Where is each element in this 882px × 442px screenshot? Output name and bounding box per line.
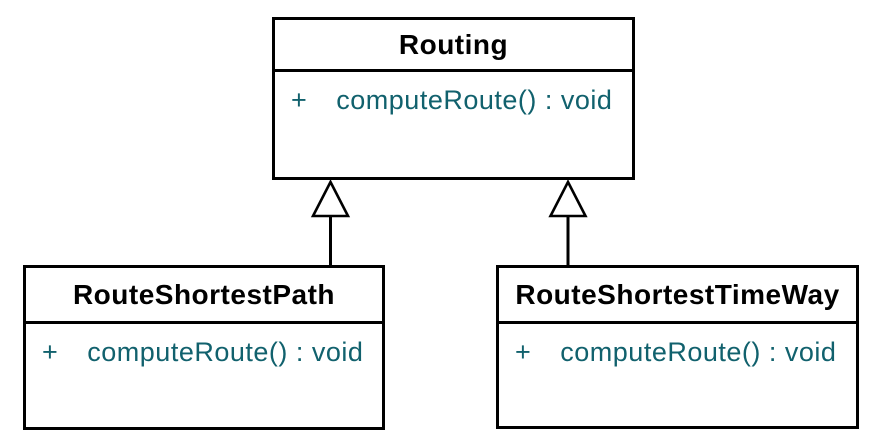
method-row: + computeRoute() : void xyxy=(291,85,624,116)
hollow-triangle-icon xyxy=(548,179,588,218)
class-box-route-shortest-path: RouteShortestPath + computeRoute() : voi… xyxy=(23,265,385,430)
methods-section-routing: + computeRoute() : void xyxy=(275,72,632,177)
method-signature: computeRoute() : void xyxy=(336,85,613,115)
class-name-routing: Routing xyxy=(275,20,632,72)
method-row: + computeRoute() : void xyxy=(42,337,374,368)
method-signature: computeRoute() : void xyxy=(560,337,837,367)
method-visibility: + xyxy=(291,85,308,115)
methods-section-route-shortest-path: + computeRoute() : void xyxy=(26,324,382,427)
methods-section-route-shortest-time-way: + computeRoute() : void xyxy=(499,324,856,426)
class-name-route-shortest-time-way: RouteShortestTimeWay xyxy=(499,268,856,324)
generalization-arrow-left xyxy=(310,179,351,266)
method-signature: computeRoute() : void xyxy=(87,337,364,367)
class-box-route-shortest-time-way: RouteShortestTimeWay + computeRoute() : … xyxy=(496,265,859,429)
method-visibility: + xyxy=(42,337,59,367)
class-box-routing: Routing + computeRoute() : void xyxy=(272,17,635,180)
method-visibility: + xyxy=(515,337,532,367)
hollow-triangle-icon xyxy=(310,179,351,218)
method-row: + computeRoute() : void xyxy=(515,337,848,368)
generalization-arrow-right xyxy=(548,179,588,266)
class-name-route-shortest-path: RouteShortestPath xyxy=(26,268,382,324)
